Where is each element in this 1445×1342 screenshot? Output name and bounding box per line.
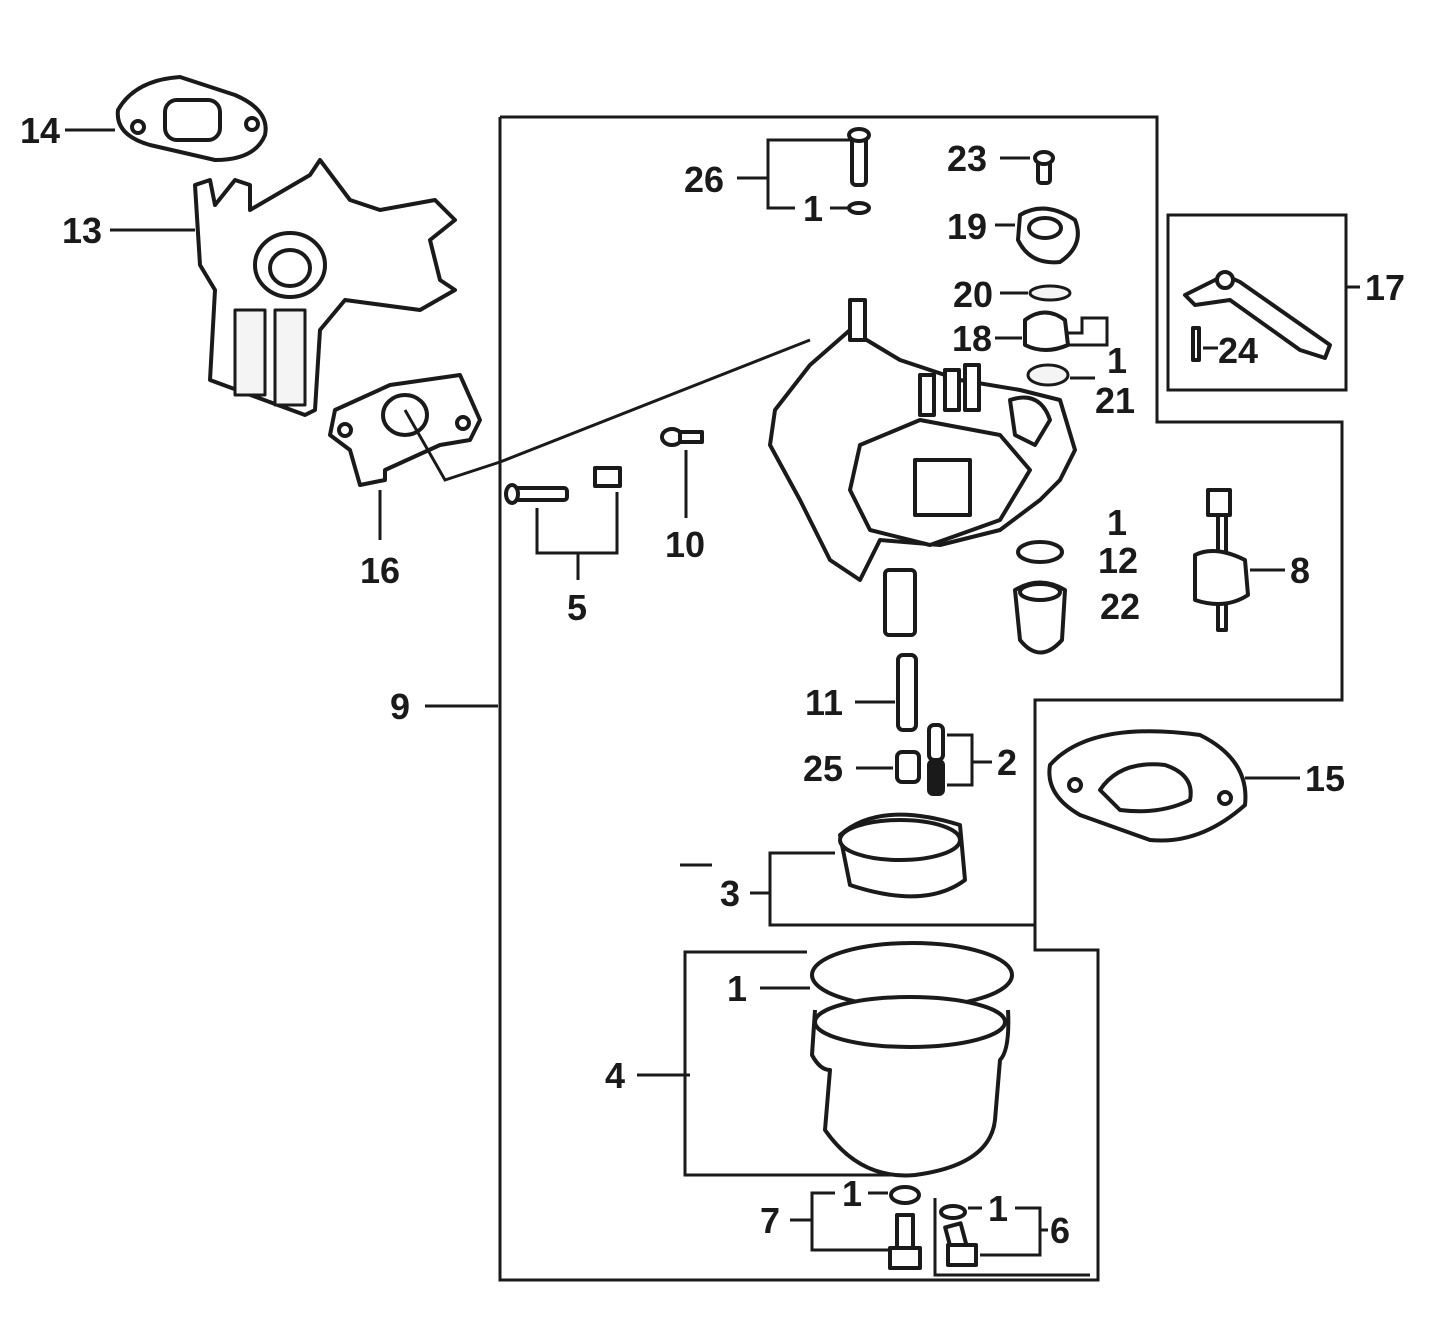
callout-9: 9 (390, 686, 411, 727)
part-15-gasket (1047, 729, 1248, 843)
callout-25: 25 (803, 748, 844, 789)
callout-16: 16 (360, 550, 401, 591)
callout-12: 12 (1098, 540, 1139, 581)
callout-1-12: 1 (1107, 502, 1128, 543)
part-24-pin (1191, 326, 1201, 362)
callout-6: 6 (1050, 1210, 1071, 1251)
part-1-washer-6 (939, 1204, 967, 1220)
callout-1-6: 1 (988, 1188, 1009, 1229)
callout-1-bowl: 1 (727, 968, 748, 1009)
part-3-float (838, 812, 967, 899)
callout-14: 14 (20, 110, 61, 151)
part-16-gasket (328, 373, 482, 487)
callout-13: 13 (62, 210, 103, 251)
part-26-screw (847, 127, 871, 187)
part-22-cup (1013, 580, 1067, 655)
part-8-throttle-shaft (1193, 488, 1250, 632)
part-5-pilot-screw (504, 466, 622, 505)
callout-4: 4 (605, 1055, 626, 1096)
part-1-washer-7 (889, 1185, 921, 1205)
callout-11: 11 (805, 682, 844, 723)
part-7-drain-screw (888, 1213, 922, 1270)
callout-20: 20 (953, 274, 994, 315)
part-10-screw (660, 427, 704, 447)
part-20-seal (1028, 284, 1072, 302)
callout-24: 24 (1218, 330, 1259, 371)
part-23-screw (1033, 150, 1055, 185)
part-12-o-ring (1016, 540, 1064, 564)
part-11-main-jet (896, 653, 918, 732)
part-19-cover (1016, 206, 1080, 265)
part-14-gasket (115, 75, 268, 162)
part-2-float-valve (927, 723, 945, 796)
callout-2: 2 (997, 742, 1018, 783)
group-17-frame (1166, 213, 1348, 392)
part-18-valve (1023, 310, 1109, 352)
part-17-lever (1183, 270, 1332, 360)
part-6-screw (943, 1221, 978, 1267)
callout-10: 10 (665, 524, 706, 565)
callout-1-top: 1 (803, 188, 824, 229)
part-13-insulator (193, 158, 457, 417)
part-4-float-bowl (810, 941, 1014, 1178)
callout-17: 17 (1365, 267, 1406, 308)
callout-15: 15 (1305, 758, 1346, 799)
assembly-9-frame (498, 115, 1344, 1282)
callout-1-7: 1 (842, 1173, 863, 1214)
callout-1-18: 1 (1107, 340, 1128, 381)
callout-23: 23 (947, 138, 988, 179)
callout-26: 26 (684, 159, 725, 200)
part-21-gasket (1026, 363, 1070, 387)
callout-3: 3 (720, 873, 741, 914)
callout-19: 19 (947, 206, 988, 247)
carburetor-body (768, 298, 1077, 637)
callout-18: 18 (952, 318, 993, 359)
part-1-washer-top (847, 201, 871, 215)
part-25-nozzle (895, 750, 921, 784)
callout-8: 8 (1290, 550, 1311, 591)
callout-22: 22 (1100, 586, 1141, 627)
callout-5: 5 (567, 587, 588, 628)
callout-21: 21 (1095, 380, 1136, 421)
callout-7: 7 (760, 1200, 781, 1241)
